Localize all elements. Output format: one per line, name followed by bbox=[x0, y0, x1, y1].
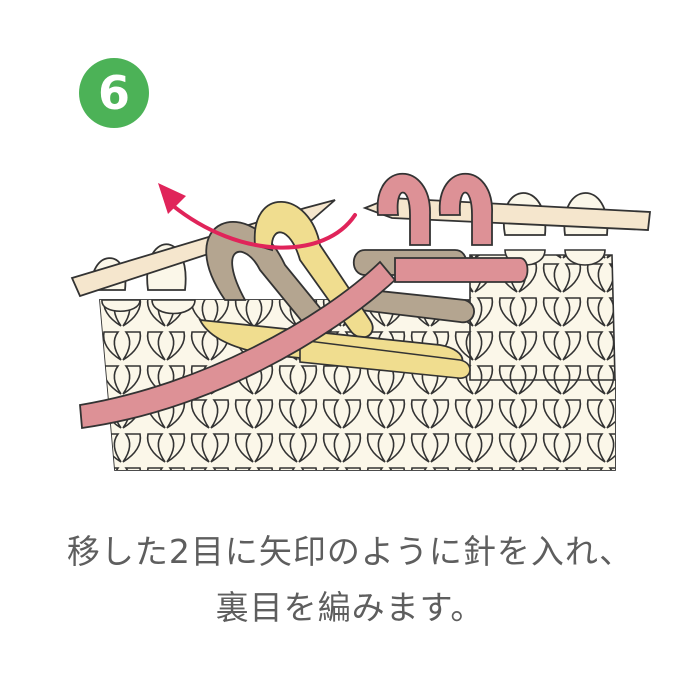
pink-working-yarn bbox=[79, 172, 529, 430]
instruction-line-2: 裏目を編みます。 bbox=[215, 588, 485, 627]
instruction-line-1: 移した2目に矢印のように針を入れ、 bbox=[66, 532, 634, 571]
instruction-text: 移した2目に矢印のように針を入れ、 裏目を編みます。 bbox=[0, 524, 700, 636]
curved-arrow-icon bbox=[158, 183, 357, 250]
right-needle-stitches bbox=[502, 192, 609, 266]
knitting-illustration bbox=[70, 172, 651, 471]
step-badge: 6 bbox=[79, 58, 149, 128]
step-number: 6 bbox=[97, 66, 130, 120]
